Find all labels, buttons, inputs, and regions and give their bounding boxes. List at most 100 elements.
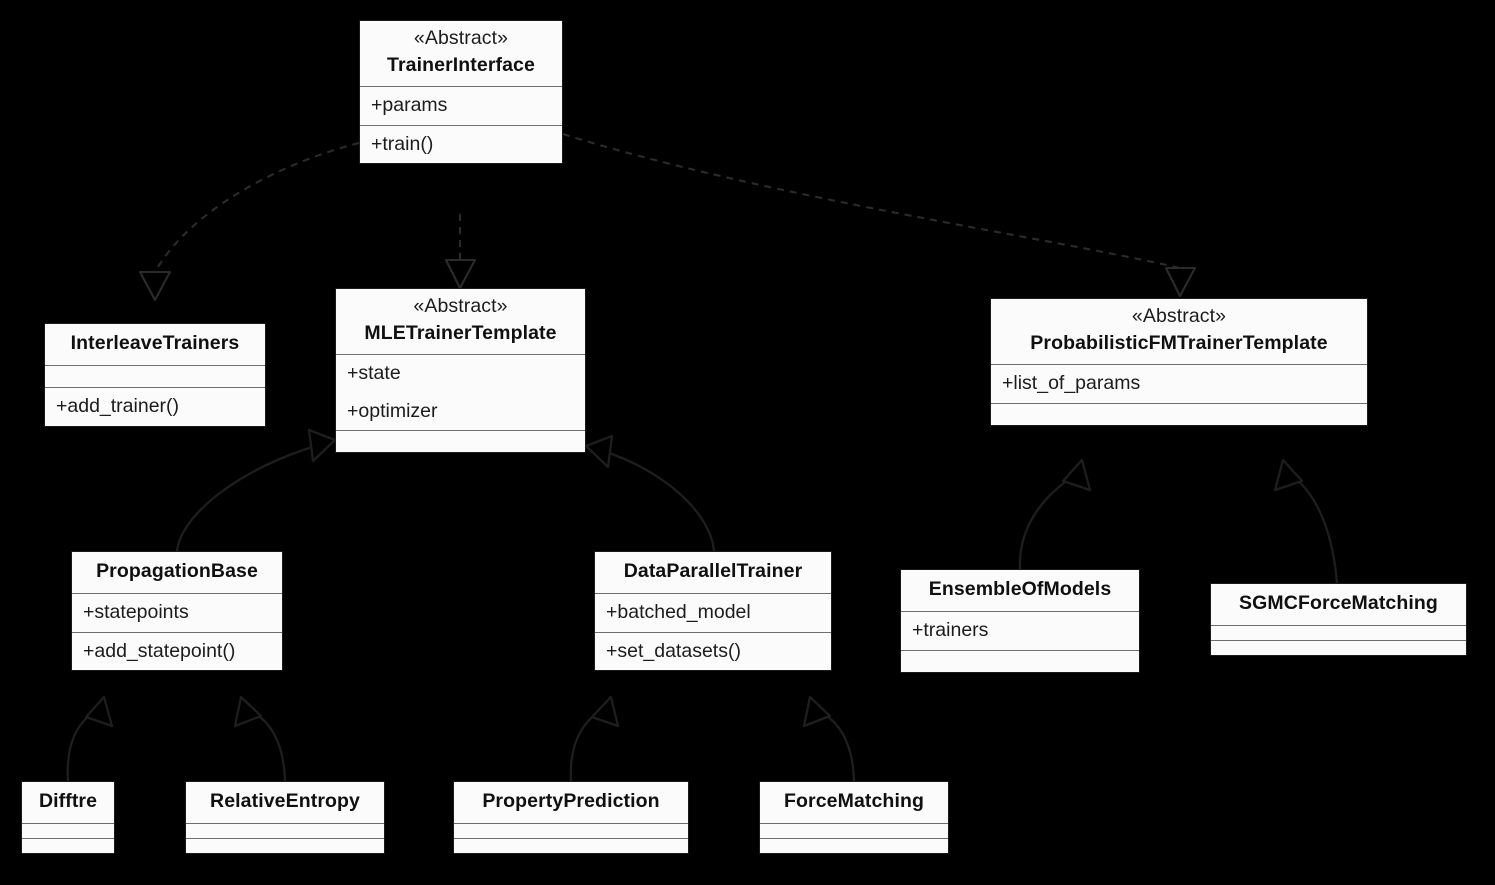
class-name: Difftre — [38, 790, 98, 812]
class-box-mle-trainer-template[interactable]: «Abstract» MLETrainerTemplate +state +op… — [335, 288, 586, 453]
class-attributes-trainer-interface: +params — [360, 87, 562, 126]
method-row: +set_datasets() — [606, 639, 741, 662]
attribute-row: +state — [347, 362, 401, 385]
class-methods-probabilistic-fm-trainer-template — [991, 404, 1367, 425]
class-box-force-matching[interactable]: ForceMatching — [759, 781, 949, 855]
class-methods-data-parallel-trainer: +set_datasets() — [595, 633, 831, 670]
class-header-ensemble-of-models: EnsembleOfModels — [901, 570, 1139, 613]
class-box-difftre[interactable]: Difftre — [21, 781, 115, 855]
class-box-interleave-trainers[interactable]: InterleaveTrainers +add_trainer() — [44, 323, 266, 427]
edge-mletrainertemplate-realizes-trainerinterface — [444, 214, 477, 290]
class-name: PropertyPrediction — [482, 790, 660, 812]
attribute-row: +trainers — [912, 619, 989, 642]
class-box-propagation-base[interactable]: PropagationBase +statepoints +add_statep… — [71, 551, 283, 671]
class-attributes-probabilistic-fm-trainer-template: +list_of_params — [991, 365, 1367, 404]
edge-ensembleofmodels-extends-probabilisticfmtrainertemplate — [1018, 458, 1092, 571]
class-box-sgmc-force-matching[interactable]: SGMCForceMatching — [1210, 583, 1467, 657]
edge-sgmcforcematching-extends-probabilisticfmtrainertemplate — [1273, 458, 1340, 602]
empty-compartment — [1211, 641, 1466, 655]
class-name: ForceMatching — [784, 790, 924, 812]
attribute-row: +statepoints — [83, 601, 189, 624]
class-methods-difftre — [22, 839, 114, 853]
empty-compartment — [336, 431, 585, 452]
empty-compartment — [22, 839, 114, 853]
class-attributes-sgmc-force-matching — [1211, 626, 1466, 642]
empty-compartment — [454, 824, 688, 838]
class-header-data-parallel-trainer: DataParallelTrainer — [595, 552, 831, 595]
class-attributes-ensemble-of-models: +trainers — [901, 612, 1139, 651]
edge-propertyprediction-extends-dataparalleltrainer — [569, 695, 620, 782]
class-attributes-data-parallel-trainer: +batched_model — [595, 594, 831, 633]
method-row: +train() — [371, 132, 434, 155]
edge-difftre-extends-propagationbase — [66, 695, 114, 782]
class-name: ProbabilisticFMTrainerTemplate — [1030, 331, 1328, 354]
class-methods-propagation-base: +add_statepoint() — [72, 633, 282, 670]
class-attributes-propagation-base: +statepoints — [72, 594, 282, 633]
method-row: +add_statepoint() — [83, 639, 236, 662]
class-methods-ensemble-of-models — [901, 651, 1139, 672]
class-methods-interleave-trainers: +add_trainer() — [45, 388, 265, 425]
class-box-relative-entropy[interactable]: RelativeEntropy — [185, 781, 385, 855]
empty-compartment — [22, 824, 114, 838]
class-stereotype: «Abstract» — [413, 295, 508, 317]
attribute-row: +list_of_params — [1002, 372, 1141, 395]
edge-probabilisticfmtrainertemplate-realizes-trainerinterface — [562, 132, 1197, 298]
class-methods-mle-trainer-template — [336, 431, 585, 452]
class-header-trainer-interface: «Abstract» TrainerInterface — [360, 21, 562, 88]
attribute-row: +params — [371, 94, 448, 117]
class-header-probabilistic-fm-trainer-template: «Abstract» ProbabilisticFMTrainerTemplat… — [991, 299, 1367, 366]
class-attributes-relative-entropy — [186, 824, 384, 840]
class-stereotype: «Abstract» — [1131, 305, 1227, 327]
empty-compartment — [454, 839, 688, 853]
class-name: DataParallelTrainer — [623, 560, 803, 582]
attribute-row: +batched_model — [606, 601, 751, 624]
class-name: PropagationBase — [96, 560, 258, 582]
class-box-data-parallel-trainer[interactable]: DataParallelTrainer +batched_model +set_… — [594, 551, 832, 671]
class-box-trainer-interface[interactable]: «Abstract» TrainerInterface +params +tra… — [359, 20, 563, 164]
class-header-difftre: Difftre — [22, 782, 114, 825]
class-header-propagation-base: PropagationBase — [72, 552, 282, 595]
edge-forcematching-extends-dataparalleltrainer — [802, 695, 856, 782]
class-name: EnsembleOfModels — [928, 578, 1112, 600]
class-methods-relative-entropy — [186, 839, 384, 853]
class-methods-trainer-interface: +train() — [360, 126, 562, 163]
class-name: SGMCForceMatching — [1239, 592, 1438, 614]
class-box-property-prediction[interactable]: PropertyPrediction — [453, 781, 689, 855]
empty-compartment — [1211, 626, 1466, 640]
class-methods-property-prediction — [454, 839, 688, 853]
empty-compartment — [186, 824, 384, 838]
class-header-property-prediction: PropertyPrediction — [454, 782, 688, 825]
attribute-row: +optimizer — [347, 399, 438, 422]
edge-relativeentropy-extends-propagationbase — [233, 695, 287, 782]
empty-compartment — [991, 404, 1367, 425]
class-header-sgmc-force-matching: SGMCForceMatching — [1211, 584, 1466, 627]
class-methods-sgmc-force-matching — [1211, 641, 1466, 655]
edge-propagationbase-extends-mletrainertemplate — [175, 428, 337, 552]
class-header-interleave-trainers: InterleaveTrainers — [45, 324, 265, 367]
class-name: RelativeEntropy — [210, 790, 360, 812]
class-methods-force-matching — [760, 839, 948, 853]
class-box-probabilistic-fm-trainer-template[interactable]: «Abstract» ProbabilisticFMTrainerTemplat… — [990, 298, 1368, 426]
class-header-relative-entropy: RelativeEntropy — [186, 782, 384, 825]
empty-compartment — [760, 824, 948, 838]
empty-compartment — [901, 651, 1139, 672]
class-attributes-mle-trainer-template: +state +optimizer — [336, 355, 585, 431]
empty-compartment — [760, 839, 948, 853]
class-attributes-difftre — [22, 824, 114, 840]
class-attributes-force-matching — [760, 824, 948, 840]
class-stereotype: «Abstract» — [413, 27, 509, 49]
class-header-force-matching: ForceMatching — [760, 782, 948, 825]
edge-interleavetrainers-realizes-trainerinterface — [138, 141, 360, 302]
edge-dataparalleltrainer-extends-mletrainertemplate — [584, 434, 716, 552]
method-row: +add_trainer() — [56, 395, 180, 418]
class-attributes-property-prediction — [454, 824, 688, 840]
class-name: MLETrainerTemplate — [364, 321, 557, 344]
empty-compartment — [45, 366, 265, 387]
class-name: TrainerInterface — [387, 53, 535, 76]
class-box-ensemble-of-models[interactable]: EnsembleOfModels +trainers — [900, 569, 1140, 673]
class-name: InterleaveTrainers — [70, 332, 240, 354]
class-header-mle-trainer-template: «Abstract» MLETrainerTemplate — [336, 289, 585, 356]
class-attributes-interleave-trainers — [45, 366, 265, 389]
